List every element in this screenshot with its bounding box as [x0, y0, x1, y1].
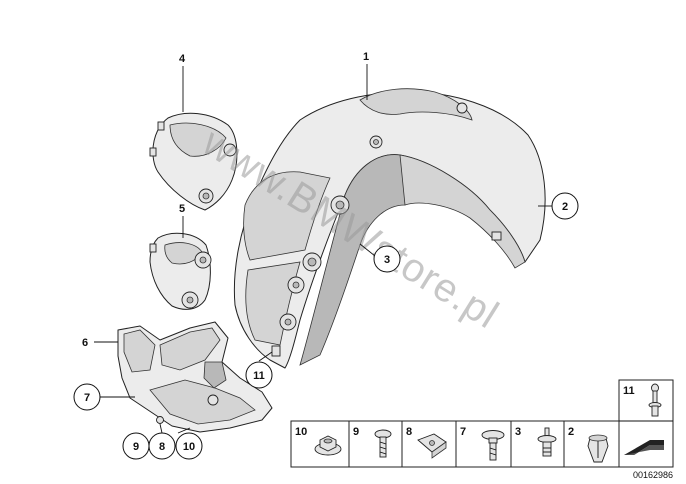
callout-4: 4 [179, 53, 186, 112]
callout-10: 10 [175, 427, 203, 460]
wheel-arch-liner-part-1 [233, 88, 546, 369]
callout-7: 7 [73, 383, 135, 411]
svg-text:9: 9 [133, 441, 139, 453]
svg-text:10: 10 [295, 426, 307, 438]
svg-text:6: 6 [82, 337, 88, 349]
svg-text:5: 5 [179, 203, 185, 215]
lower-splash-shield-part-6-7 [117, 321, 273, 433]
parts-cell-11 [618, 379, 674, 468]
blind-rivet-icon [648, 383, 662, 417]
parts-cell-3 [510, 420, 565, 468]
svg-text:8: 8 [159, 441, 165, 453]
callout-11: 11 [245, 351, 273, 389]
upper-cover-part-4 [149, 112, 238, 211]
parts-strip: 10 9 8 7 3 2 11 [290, 379, 674, 468]
svg-text:3: 3 [515, 426, 521, 438]
bolt-icon [481, 430, 505, 461]
svg-text:7: 7 [84, 392, 90, 404]
nut-icon [314, 435, 342, 456]
callout-5: 5 [179, 203, 185, 238]
svg-text:9: 9 [353, 426, 359, 438]
expansion-rivet-icon [537, 427, 557, 457]
svg-text:8: 8 [406, 426, 412, 438]
arrow-icon [624, 440, 664, 455]
callout-3: 3 [359, 243, 401, 273]
document-number: 00162986 [633, 470, 673, 480]
clip-nut-icon [417, 433, 447, 459]
plastic-clip-icon [587, 434, 609, 463]
svg-text:10: 10 [183, 441, 195, 453]
middle-cover-part-5 [149, 232, 212, 310]
svg-text:1: 1 [363, 51, 369, 63]
screw-icon [374, 429, 392, 458]
svg-text:7: 7 [460, 426, 466, 438]
svg-text:4: 4 [179, 53, 186, 65]
svg-text:2: 2 [562, 201, 568, 213]
svg-text:3: 3 [384, 254, 390, 266]
callout-8: 8 [148, 423, 176, 460]
svg-text:11: 11 [253, 370, 265, 382]
svg-text:11: 11 [623, 385, 635, 397]
callout-6: 6 [82, 337, 118, 349]
callout-2: 2 [538, 192, 579, 220]
callout-1: 1 [363, 51, 369, 100]
svg-text:2: 2 [568, 426, 574, 438]
callout-9: 9 [122, 432, 150, 460]
